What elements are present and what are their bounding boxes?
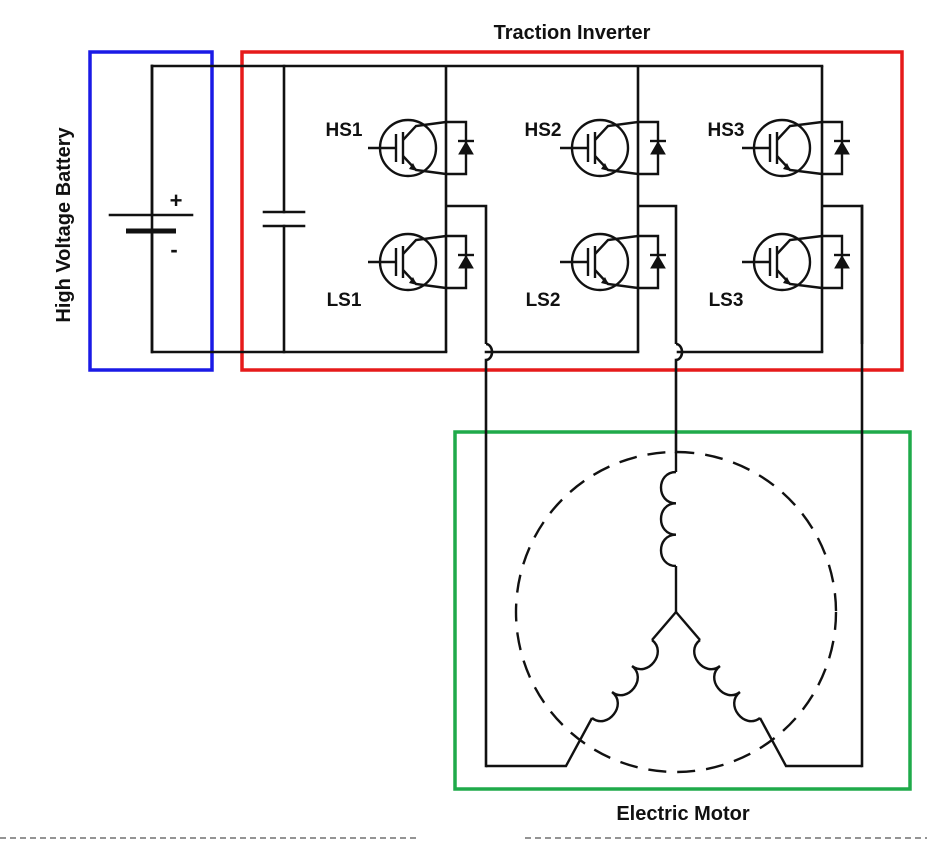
winding-phase-a: [659, 470, 677, 568]
battery-title: High Voltage Battery: [53, 127, 75, 323]
hs3-igbt: [742, 118, 850, 178]
motor-region-box: [453, 430, 912, 791]
hs3-label: HS3: [708, 120, 745, 141]
motor-stator-circle: [514, 450, 838, 774]
ls2-label: LS2: [526, 290, 561, 311]
electric-motor: [486, 450, 862, 774]
winding-phase-b: [591, 639, 659, 723]
ls1-igbt: [368, 232, 474, 292]
hs2-igbt: [560, 118, 666, 178]
dc-link-capacitor: [262, 64, 306, 354]
inverter-region-box: [240, 50, 904, 372]
battery-region-box: [88, 50, 214, 372]
hs1-igbt: [368, 118, 474, 178]
ls3-igbt: [742, 232, 850, 292]
battery-minus-sign: -: [170, 237, 177, 262]
hs2-label: HS2: [525, 120, 562, 141]
motor-title: Electric Motor: [616, 803, 750, 825]
winding-phase-c: [693, 639, 761, 723]
phase-output-wires: [484, 204, 864, 768]
ls3-label: LS3: [709, 290, 744, 311]
motor-windings: [486, 452, 862, 768]
inverter-title: Traction Inverter: [494, 22, 651, 44]
ls2-igbt: [560, 232, 666, 292]
battery-symbol: + -: [108, 64, 194, 354]
hs1-label: HS1: [326, 120, 363, 141]
ls1-label: LS1: [327, 290, 362, 311]
battery-plus-sign: +: [170, 188, 183, 213]
